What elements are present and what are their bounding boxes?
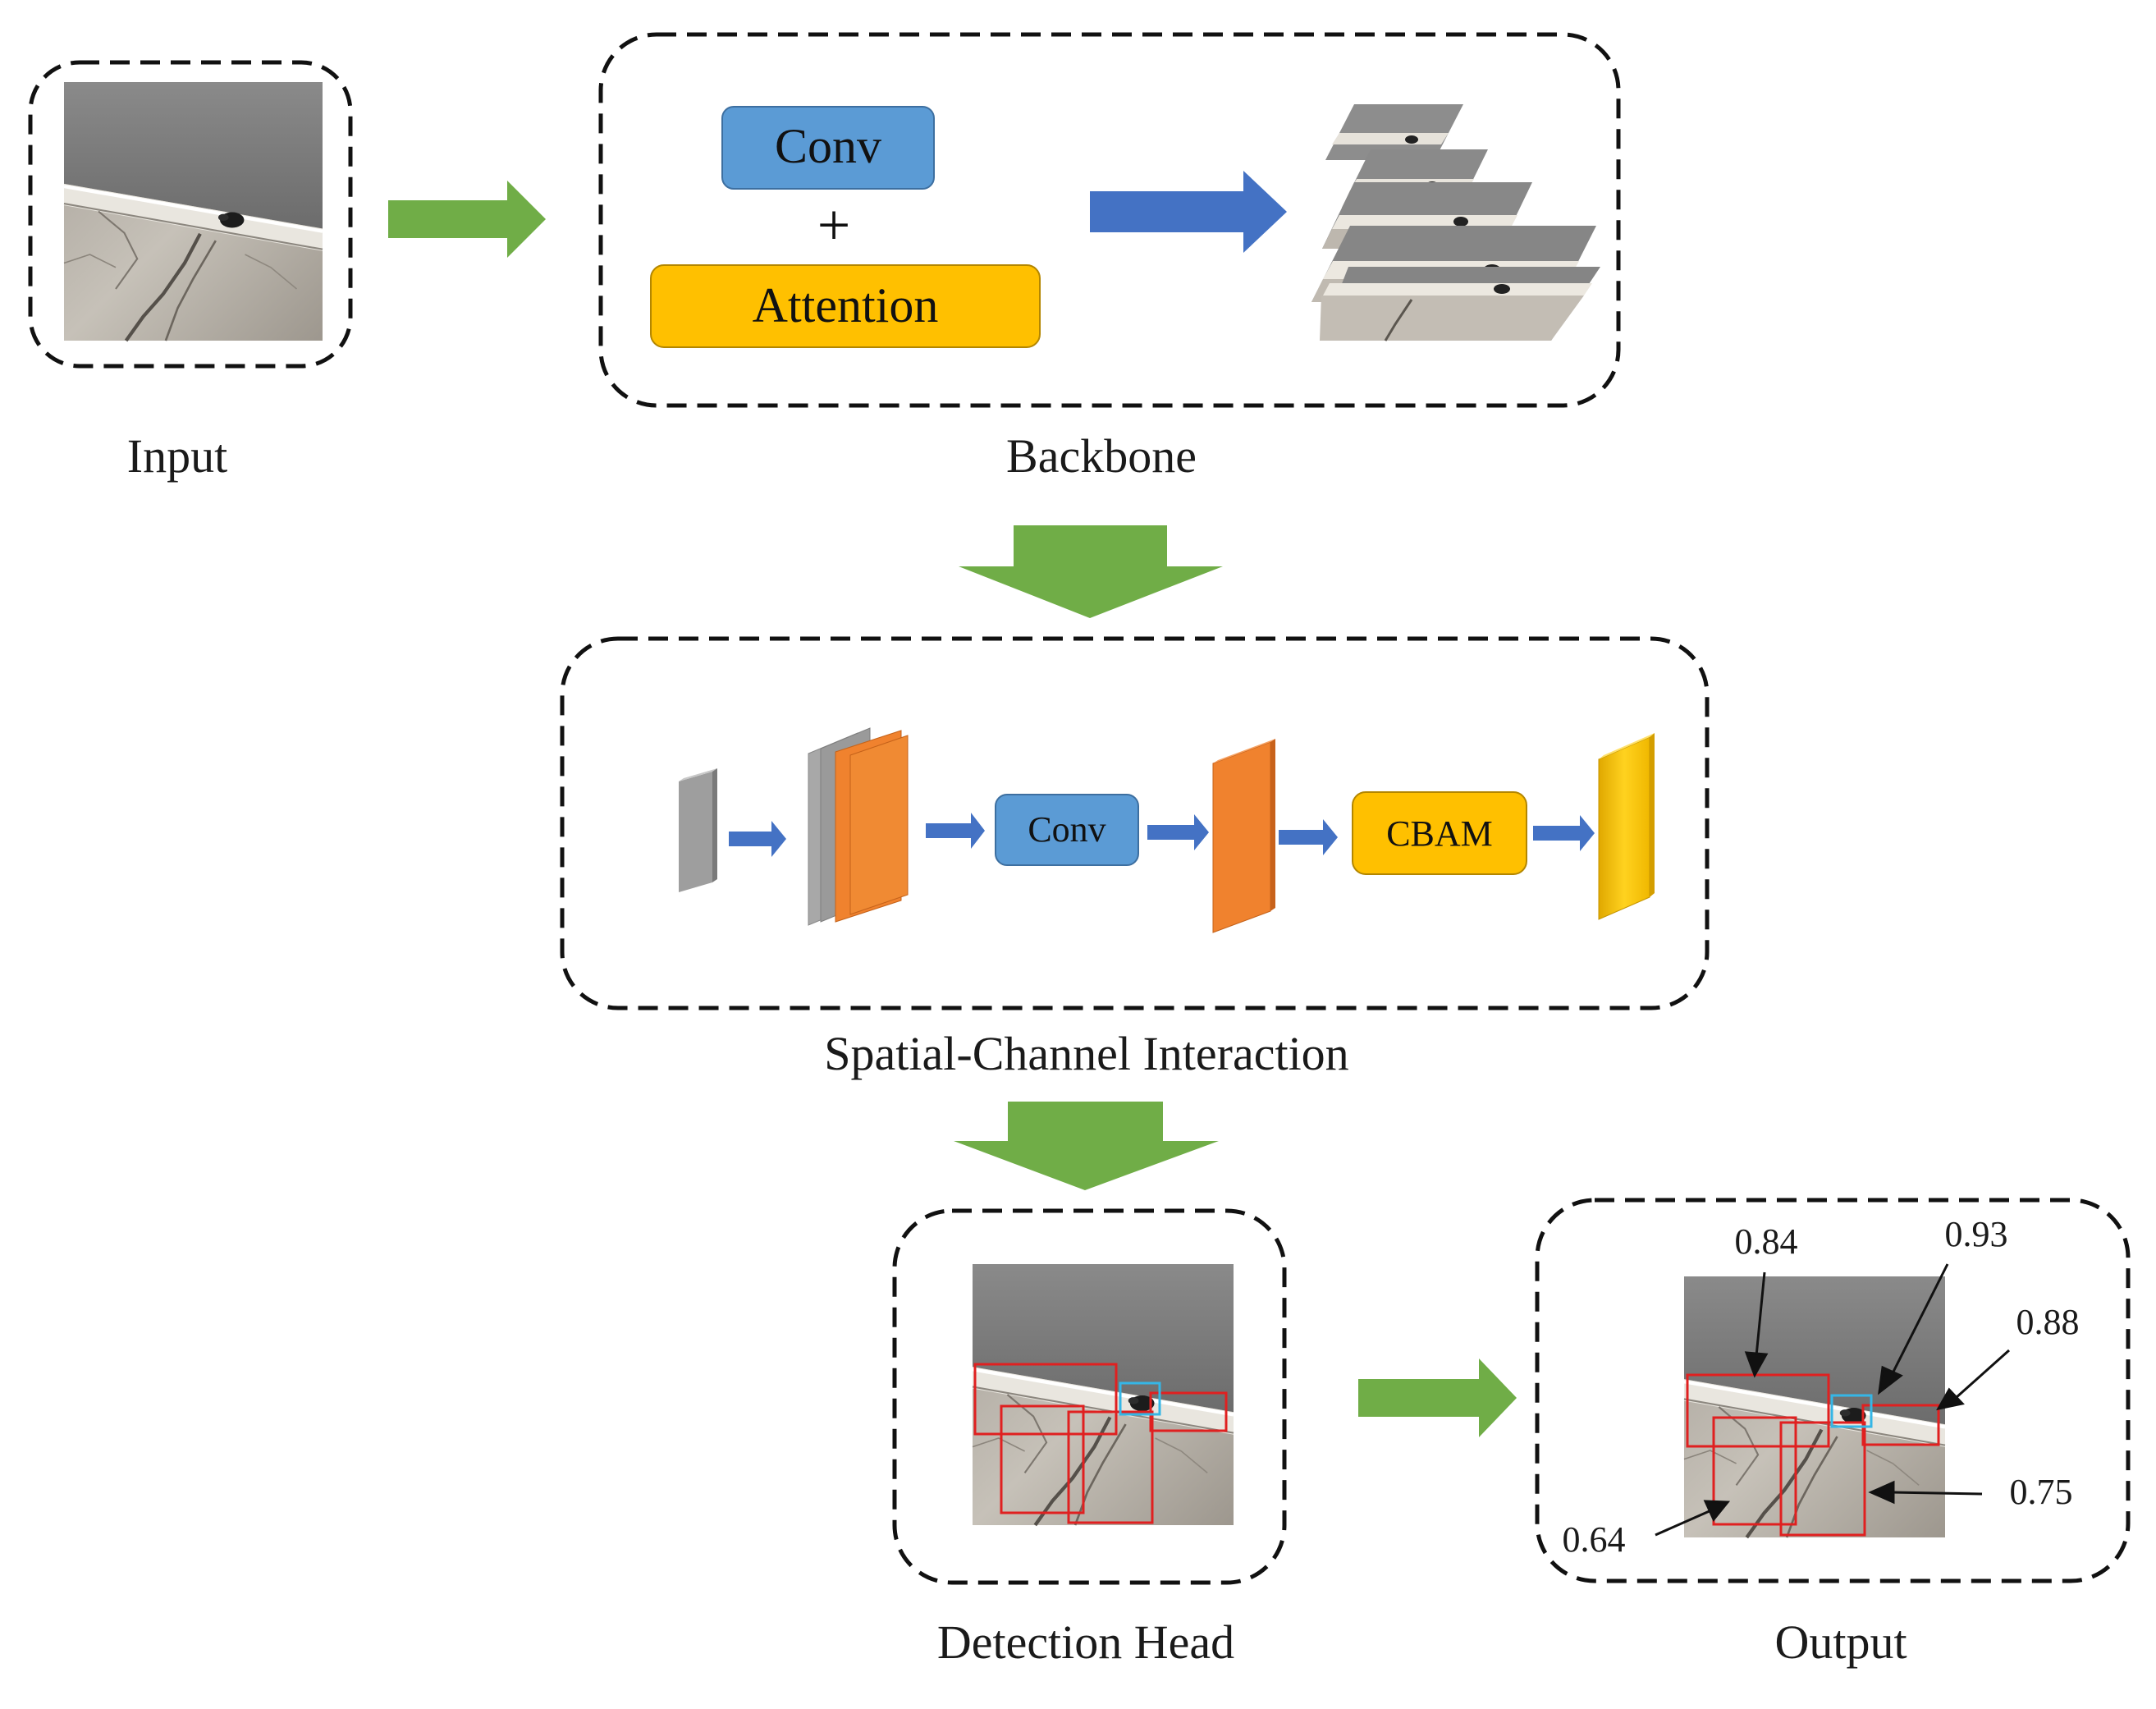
output-boxes xyxy=(1686,1373,1940,1537)
input-caption: Input xyxy=(127,429,227,483)
score-075: 0.75 xyxy=(2010,1472,2073,1512)
sci-arrow-3 xyxy=(1147,814,1209,850)
plus-sign: + xyxy=(817,192,851,258)
input-road-image xyxy=(64,82,323,341)
backbone-frame xyxy=(598,32,1621,408)
arrow-head-to-output xyxy=(1358,1358,1517,1437)
sci-frame xyxy=(560,636,1710,1010)
sci-arrow-1 xyxy=(729,821,786,857)
feature-pyramid xyxy=(1311,104,1600,341)
output-caption: Output xyxy=(1774,1615,1907,1669)
detection-road-image xyxy=(973,1264,1234,1525)
cbam-block: CBAM xyxy=(1352,791,1527,875)
arrow-backbone-to-sci xyxy=(959,525,1223,618)
feature-map-1 xyxy=(1325,104,1463,160)
detection-head-frame xyxy=(892,1208,1287,1585)
arrow-sci-to-head xyxy=(954,1102,1219,1190)
detection-head-caption: Detection Head xyxy=(937,1615,1234,1669)
attention-block-label: Attention xyxy=(753,278,939,332)
sci-arrow-5 xyxy=(1533,815,1595,851)
conv-block: Conv xyxy=(721,106,935,190)
sci-stacked-slabs xyxy=(808,727,909,926)
sci-caption: Spatial-Channel Interaction xyxy=(824,1027,1348,1080)
output-frame xyxy=(1535,1198,2131,1583)
score-088: 0.88 xyxy=(2016,1302,2080,1342)
sci-orange-slab xyxy=(1212,739,1275,933)
detection-head-boxes xyxy=(973,1363,1228,1524)
backbone-arrow xyxy=(1090,171,1287,253)
feature-map-5 xyxy=(1320,267,1600,341)
sci-arrow-2 xyxy=(926,813,985,849)
sci-arrow-4 xyxy=(1279,819,1338,855)
input-frame xyxy=(28,60,353,369)
score-064: 0.64 xyxy=(1563,1519,1626,1560)
arrow-input-to-backbone xyxy=(388,181,546,258)
attention-block: Attention xyxy=(650,264,1041,348)
score-084: 0.84 xyxy=(1735,1221,1798,1262)
score-093: 0.93 xyxy=(1945,1214,2008,1254)
cbam-label: CBAM xyxy=(1386,813,1493,854)
score-leaders xyxy=(1655,1263,2010,1537)
output-road-image xyxy=(1684,1276,1945,1537)
sci-conv-label: Conv xyxy=(1028,809,1105,850)
sci-conv-block: Conv xyxy=(995,794,1139,866)
conv-block-label: Conv xyxy=(775,119,881,173)
backbone-caption: Backbone xyxy=(1006,429,1197,483)
sci-input-slab xyxy=(679,768,717,892)
sci-yellow-slab xyxy=(1598,733,1655,920)
